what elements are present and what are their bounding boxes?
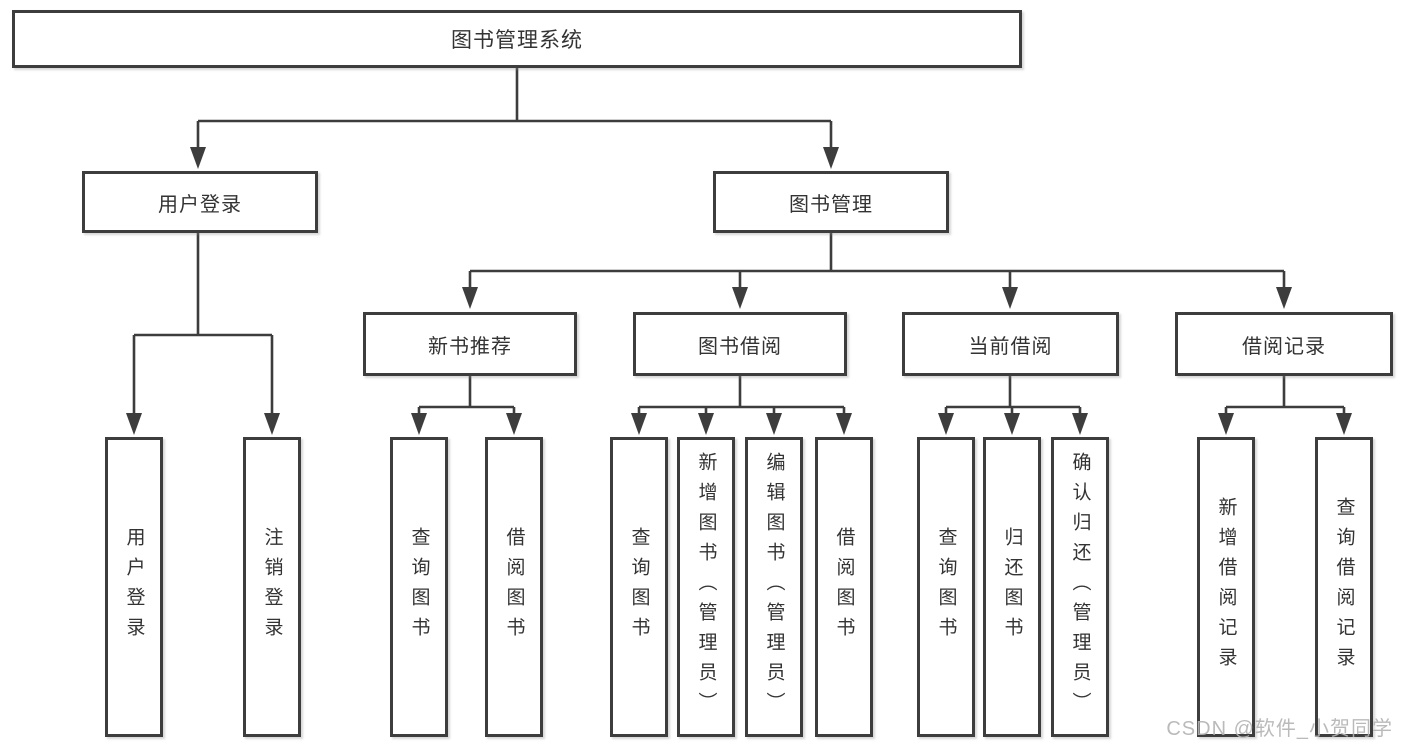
leaf-query-books-borrowing: 查询图书: [610, 437, 668, 737]
arrowhead-down-icon: [190, 147, 206, 169]
arrowhead-down-icon: [766, 413, 782, 435]
node-book-management: 图书管理: [713, 171, 949, 233]
root-box: 图书管理系统: [12, 10, 1022, 68]
node-user-login: 用户登录: [82, 171, 318, 233]
arrowhead-down-icon: [631, 413, 647, 435]
arrowhead-down-icon: [1218, 413, 1234, 435]
leaf-query-borrow-record-label: 查询借阅记录: [1333, 497, 1355, 677]
connector-group: [126, 233, 280, 435]
arrowhead-down-icon: [698, 413, 714, 435]
node-user-login-label: 用户登录: [158, 193, 242, 216]
arrowhead-down-icon: [1276, 287, 1292, 309]
arrowhead-down-icon: [1072, 413, 1088, 435]
connector-group: [938, 376, 1088, 435]
leaf-user-login-label: 用户登录: [123, 527, 145, 647]
leaf-borrow-books-borrowing: 借阅图书: [815, 437, 873, 737]
leaf-user-login: 用户登录: [105, 437, 163, 737]
leaf-confirm-return-admin: 确认归还（管理员）: [1051, 437, 1109, 737]
arrowhead-down-icon: [1004, 413, 1020, 435]
arrowhead-down-icon: [506, 413, 522, 435]
leaf-return-books-label: 归还图书: [1001, 527, 1023, 647]
leaf-add-borrow-record-label: 新增借阅记录: [1215, 497, 1237, 677]
arrowhead-down-icon: [462, 287, 478, 309]
arrowhead-down-icon: [732, 287, 748, 309]
leaf-logout: 注销登录: [243, 437, 301, 737]
connector-group: [411, 376, 522, 435]
arrowhead-down-icon: [938, 413, 954, 435]
leaf-add-borrow-record: 新增借阅记录: [1197, 437, 1255, 737]
arrowhead-down-icon: [836, 413, 852, 435]
root-box-label: 图书管理系统: [451, 29, 583, 52]
node-current-borrowing-label: 当前借阅: [968, 335, 1053, 358]
leaf-borrow-books-borrowing-label: 借阅图书: [833, 527, 855, 647]
leaf-confirm-return-admin-label: 确认归还（管理员）: [1069, 452, 1091, 722]
arrowhead-down-icon: [411, 413, 427, 435]
leaf-logout-label: 注销登录: [261, 527, 283, 647]
node-book-management-label: 图书管理: [789, 193, 873, 216]
node-new-book-recommend: 新书推荐: [363, 312, 577, 376]
connector-group: [1218, 376, 1352, 435]
leaf-query-books-recommend: 查询图书: [390, 437, 448, 737]
connector-group: [631, 376, 852, 435]
node-book-borrowing-label: 图书借阅: [698, 335, 782, 358]
connector-group: [190, 68, 839, 169]
leaf-edit-books-admin: 编辑图书（管理员）: [745, 437, 803, 737]
connector-group: [462, 233, 1292, 309]
arrowhead-down-icon: [264, 413, 280, 435]
leaf-add-books-admin-label: 新增图书（管理员）: [695, 452, 717, 722]
leaf-edit-books-admin-label: 编辑图书（管理员）: [763, 452, 785, 722]
arrowhead-down-icon: [126, 413, 142, 435]
leaf-query-books-borrowing-label: 查询图书: [628, 527, 650, 647]
node-borrowing-records: 借阅记录: [1175, 312, 1393, 376]
node-new-book-recommend-label: 新书推荐: [428, 335, 512, 358]
leaf-return-books: 归还图书: [983, 437, 1041, 737]
leaf-query-borrow-record: 查询借阅记录: [1315, 437, 1373, 737]
leaf-borrow-books-recommend: 借阅图书: [485, 437, 543, 737]
leaf-query-books-current-label: 查询图书: [935, 527, 957, 647]
arrowhead-down-icon: [823, 147, 839, 169]
node-current-borrowing: 当前借阅: [902, 312, 1119, 376]
node-borrowing-records-label: 借阅记录: [1242, 335, 1326, 358]
node-book-borrowing: 图书借阅: [633, 312, 847, 376]
leaf-add-books-admin: 新增图书（管理员）: [677, 437, 735, 737]
arrowhead-down-icon: [1336, 413, 1352, 435]
leaf-borrow-books-recommend-label: 借阅图书: [503, 527, 525, 647]
leaf-query-books-recommend-label: 查询图书: [408, 527, 430, 647]
watermark: CSDN @软件_小贺同学: [1166, 718, 1393, 740]
leaf-query-books-current: 查询图书: [917, 437, 975, 737]
arrowhead-down-icon: [1002, 287, 1018, 309]
